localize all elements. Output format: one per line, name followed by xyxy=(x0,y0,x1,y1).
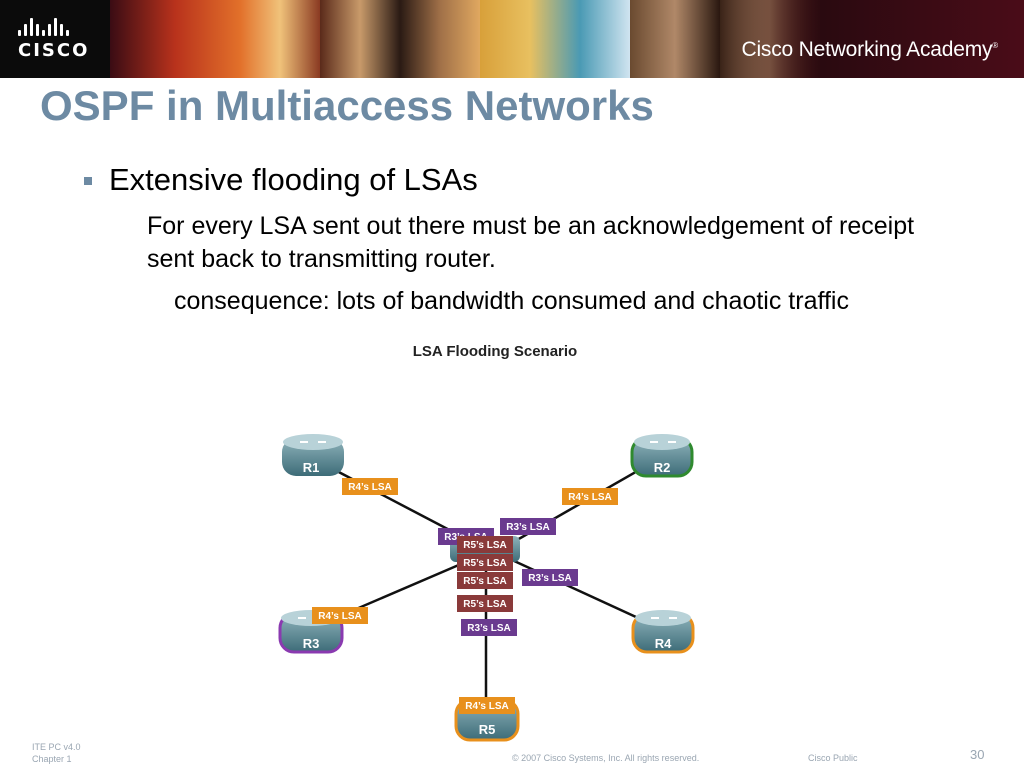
lsa-tag: R3’s LSA xyxy=(467,623,511,634)
banner-photo xyxy=(480,0,630,78)
lsa-tag: R3’s LSA xyxy=(506,522,550,533)
router-r2: R2 xyxy=(630,434,694,478)
router-r4: R4 xyxy=(631,610,695,654)
banner-photo xyxy=(630,0,720,78)
router-label: R3 xyxy=(303,636,320,651)
registered-mark: ® xyxy=(992,41,998,50)
lsa-tag: R4’s LSA xyxy=(568,492,612,503)
router-label: R5 xyxy=(479,722,496,737)
router-label: R4 xyxy=(655,636,672,651)
banner-photo xyxy=(240,0,320,78)
lsa-tags: R4’s LSA R4’s LSA R3’s LSA R3’s LSA R5’s… xyxy=(312,478,618,714)
cisco-bars-icon xyxy=(18,16,100,36)
slide-title: OSPF in Multiaccess Networks xyxy=(40,82,654,129)
banner-photo xyxy=(320,0,400,78)
sub-bullet-text: For every LSA sent out there must be an … xyxy=(147,212,915,273)
lsa-tag: R3’s LSA xyxy=(528,573,572,584)
lsa-tag: R4’s LSA xyxy=(465,701,509,712)
consequence-text: consequence: lots of bandwidth consumed … xyxy=(174,287,849,315)
router-label: R1 xyxy=(303,460,320,475)
footer-chapter-line: Chapter 1 xyxy=(32,754,72,764)
banner-photo xyxy=(110,0,240,78)
footer-course: ITE PC v4.0 Chapter 1 xyxy=(32,741,81,765)
lsa-tag: R4’s LSA xyxy=(348,482,392,493)
router-r1: R1 xyxy=(282,434,344,476)
footer-classification: Cisco Public xyxy=(808,753,858,763)
bullet-square-icon xyxy=(84,177,92,185)
lsa-tag: R5’s LSA xyxy=(463,599,507,610)
lsa-tag: R5’s LSA xyxy=(463,540,507,551)
router-label: R2 xyxy=(654,460,671,475)
lsa-flooding-diagram: LSA Flooding Scenario R1 R2 R3 R4 xyxy=(278,343,695,742)
banner-logo-area xyxy=(0,0,110,78)
lsa-tag: R5’s LSA xyxy=(463,558,507,569)
bullet-item: Extensive flooding of LSAs xyxy=(84,162,478,198)
banner-photo xyxy=(400,0,480,78)
bullet-text: Extensive flooding of LSAs xyxy=(109,162,478,197)
footer-course-line: ITE PC v4.0 xyxy=(32,742,81,752)
cisco-wordmark: CISCO xyxy=(18,40,90,61)
diagram-title: LSA Flooding Scenario xyxy=(413,343,577,360)
lsa-tag: R5’s LSA xyxy=(463,576,507,587)
banner-academy-area xyxy=(714,0,1024,78)
page-number: 30 xyxy=(970,747,985,762)
academy-text: Cisco Networking Academy xyxy=(741,38,993,61)
header-banner: CISCO Cisco Networking Academy® xyxy=(0,0,1024,78)
footer-copyright: © 2007 Cisco Systems, Inc. All rights re… xyxy=(512,753,700,763)
lsa-tag: R4’s LSA xyxy=(318,611,362,622)
cisco-logo: CISCO xyxy=(18,16,100,62)
academy-name: Cisco Networking Academy® xyxy=(741,38,998,62)
